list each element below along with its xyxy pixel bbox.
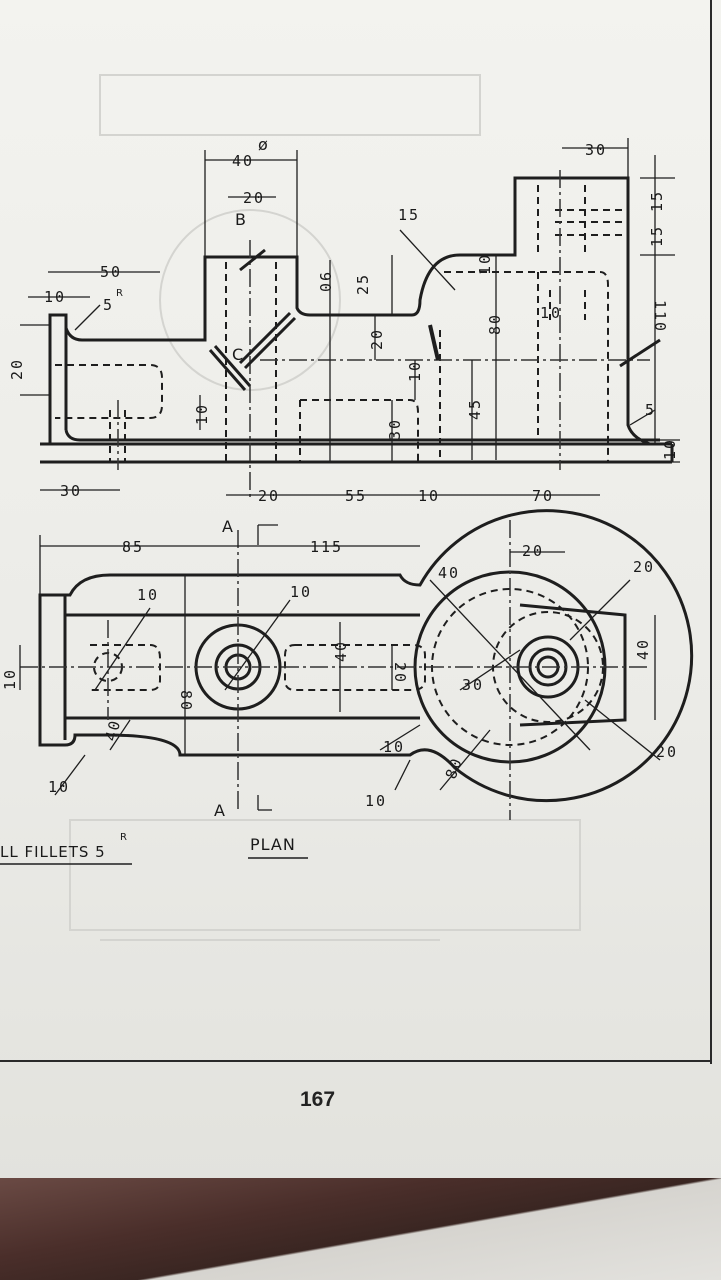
- dim-20-plan-left: 10: [1, 668, 19, 690]
- dim-10-plan-b: 10: [290, 583, 312, 601]
- elevation-dimension-texts: 50 10 5 R 20 40 20 ø 90 25 15 30 15 15 1…: [8, 135, 679, 505]
- dim-80: 80: [486, 313, 504, 335]
- ghost-lines: [69, 74, 581, 941]
- dim-20-plan: 20: [522, 542, 544, 560]
- dim-20-mid: 20: [368, 328, 386, 350]
- dim-45: 45: [466, 398, 484, 420]
- front-elevation: [40, 176, 674, 464]
- dim-15-b: 15: [648, 225, 666, 247]
- desk-background: [0, 1178, 721, 1280]
- page-number: 167: [300, 1088, 336, 1111]
- page-frame-right: [710, 0, 712, 1064]
- page-frame-bottom: [0, 1060, 712, 1062]
- dim-25: 25: [354, 273, 372, 295]
- dim-20-left: 20: [8, 358, 26, 380]
- dim-20r-top: 20: [633, 558, 655, 576]
- elevation-dimension-lines: [20, 138, 680, 496]
- dim-30-top: 30: [585, 141, 607, 159]
- dim-90: 90: [316, 272, 334, 294]
- plan-dimension-lines: [19, 524, 661, 811]
- dim-20-slot: 20: [391, 662, 409, 684]
- dim-40-right: 40: [634, 638, 652, 660]
- dim-115: 115: [310, 538, 343, 556]
- dim-40-slot: 40: [332, 640, 350, 662]
- plan-center-lines: [20, 520, 650, 820]
- fillets-note-sup: R: [120, 832, 127, 843]
- dim-40-dia: 40: [232, 152, 254, 170]
- dim-50: 50: [100, 263, 122, 281]
- radius-mark: R: [116, 288, 123, 299]
- point-c: C: [232, 345, 243, 364]
- paper-sheet: [0, 0, 721, 1195]
- dim-30-mid: 30: [386, 418, 404, 440]
- dim-10-base: 10: [661, 438, 679, 460]
- dim-10-slot: 10: [406, 360, 424, 382]
- dim-80-plan: 80: [177, 690, 195, 712]
- dim-10-bottom: 10: [418, 487, 440, 505]
- point-b: B: [235, 210, 246, 229]
- center-lines: [117, 170, 650, 500]
- dim-10-hole: 10: [540, 304, 562, 322]
- section-cut-line: [208, 248, 661, 391]
- fillets-note: LL FILLETS 5: [0, 843, 106, 861]
- dim-20-dia: 20: [243, 189, 265, 207]
- dim-5r: 5: [103, 296, 114, 314]
- dim-15r: 15: [398, 206, 420, 224]
- dim-10-mid: 10: [476, 253, 494, 275]
- dim-110: 110: [651, 300, 669, 333]
- dim-70: 70: [532, 487, 554, 505]
- dim-10r-mid: 10: [383, 738, 405, 756]
- dim-10-boss: 10: [193, 403, 211, 425]
- plan-label: PLAN: [250, 835, 296, 854]
- dim-10-plan-a: 10: [137, 586, 159, 604]
- dim-10r-left: 10: [48, 778, 70, 796]
- section-a-top: A: [222, 517, 233, 536]
- dim-30-bottom: 30: [60, 482, 82, 500]
- dim-10r-low: 10: [365, 792, 387, 810]
- dim-85: 85: [122, 538, 144, 556]
- dim-5r-right: 5: [645, 401, 656, 419]
- dim-55: 55: [345, 487, 367, 505]
- dim-15-a: 15: [648, 190, 666, 212]
- plan-dimension-texts: 85 115 20 10 10 40 20 40 40 80 30 20 10 …: [1, 517, 678, 820]
- hidden-lines: [55, 185, 628, 462]
- diameter-mark: ø: [258, 135, 268, 154]
- section-a-bottom: A: [214, 801, 225, 820]
- dim-10-left: 10: [44, 288, 66, 306]
- dim-40r: 40: [438, 564, 460, 582]
- dim-30r: 30: [462, 676, 484, 694]
- dim-40r-left: 40: [101, 717, 124, 743]
- dim-20-bottom: 20: [258, 487, 280, 505]
- dim-20r-bottom: 20: [656, 743, 678, 761]
